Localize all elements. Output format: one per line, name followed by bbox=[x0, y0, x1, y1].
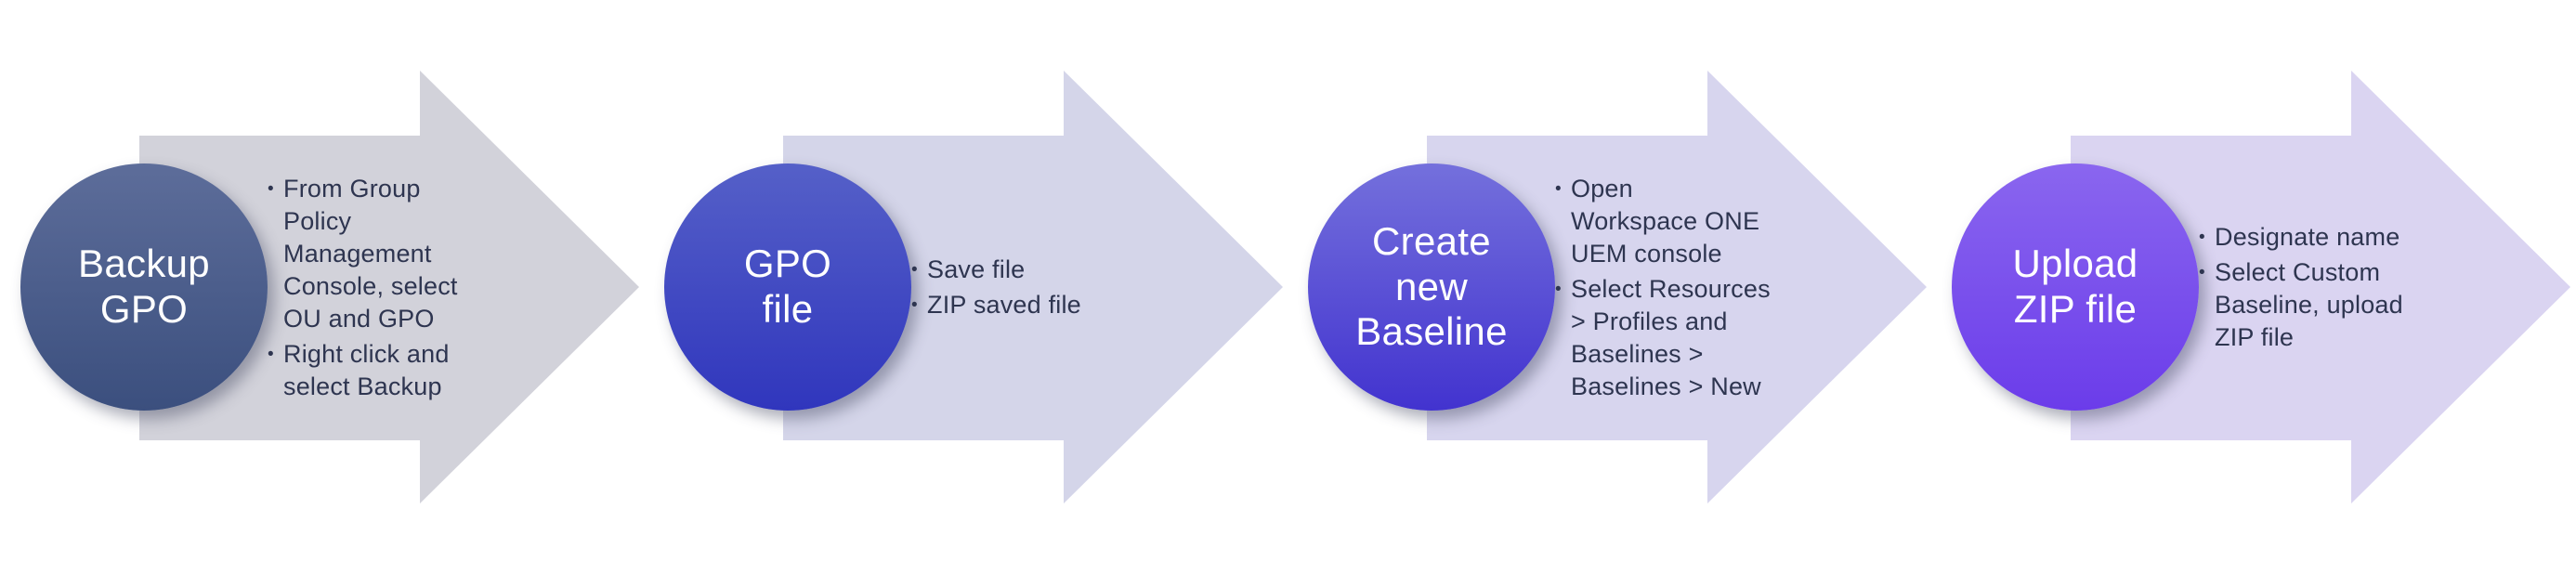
step-circle: Upload ZIP file bbox=[1952, 163, 2199, 411]
bullet-icon: • bbox=[911, 260, 918, 280]
process-step-1: Backup GPO • From Group Policy Managemen… bbox=[0, 0, 645, 575]
step-circle: Create new Baseline bbox=[1308, 163, 1555, 411]
process-step-3: Create new Baseline • Open Workspace ONE… bbox=[1288, 0, 1932, 575]
bullet-icon: • bbox=[268, 178, 274, 199]
step-details: • Designate name • Select Custom Baselin… bbox=[2199, 0, 2533, 575]
step-label: Upload ZIP file bbox=[2012, 242, 2138, 331]
process-step-4: Upload ZIP file • Designate name • Selec… bbox=[1931, 0, 2576, 575]
bullet-icon: • bbox=[2199, 228, 2205, 247]
step-details: • From Group Policy Management Console, … bbox=[268, 0, 602, 575]
arrow-right-shape bbox=[2071, 71, 2570, 503]
bullet-text: Open Workspace ONE UEM console bbox=[1571, 174, 1760, 268]
bullet-text: Select Custom Baseline, upload ZIP file bbox=[2215, 258, 2403, 351]
arrow-right-shape bbox=[1427, 71, 1927, 503]
bullet-icon: • bbox=[1555, 178, 1562, 199]
arrow-right-shape bbox=[783, 71, 1283, 503]
bullet-text: From Group Policy Management Console, se… bbox=[283, 174, 458, 333]
bullet-item: • Open Workspace ONE UEM console bbox=[1555, 173, 1890, 270]
arrow-right-shape bbox=[139, 71, 639, 503]
step-circle: Backup GPO bbox=[20, 163, 268, 411]
bullet-icon: • bbox=[911, 295, 918, 315]
bullet-icon: • bbox=[1555, 279, 1562, 299]
step-circle: GPO file bbox=[664, 163, 911, 411]
bullet-item: • Right click and select Backup bbox=[268, 338, 602, 403]
bullet-item: • ZIP saved file bbox=[911, 289, 1246, 321]
bullet-item: • Save file bbox=[911, 254, 1246, 286]
bullet-text: ZIP saved file bbox=[927, 291, 1081, 319]
step-label: Create new Baseline bbox=[1355, 218, 1508, 354]
bullet-item: • Select Custom Baseline, upload ZIP fil… bbox=[2199, 256, 2533, 354]
step-label: Backup GPO bbox=[78, 242, 210, 331]
bullet-text: Designate name bbox=[2215, 223, 2400, 251]
bullet-text: Select Resources > Profiles and Baseline… bbox=[1571, 274, 1771, 400]
step-details: • Open Workspace ONE UEM console • Selec… bbox=[1555, 0, 1890, 575]
step-label: GPO file bbox=[743, 242, 832, 331]
bullet-text: Save file bbox=[927, 255, 1026, 283]
process-step-2: GPO file • Save file • ZIP saved file bbox=[644, 0, 1288, 575]
bullet-item: • From Group Policy Management Console, … bbox=[268, 173, 602, 335]
bullet-icon: • bbox=[268, 344, 274, 364]
step-details: • Save file • ZIP saved file bbox=[911, 0, 1246, 575]
bullet-item: • Select Resources > Profiles and Baseli… bbox=[1555, 273, 1890, 403]
bullet-item: • Designate name bbox=[2199, 221, 2533, 254]
bullet-text: Right click and select Backup bbox=[283, 339, 450, 400]
bullet-icon: • bbox=[2199, 263, 2205, 282]
